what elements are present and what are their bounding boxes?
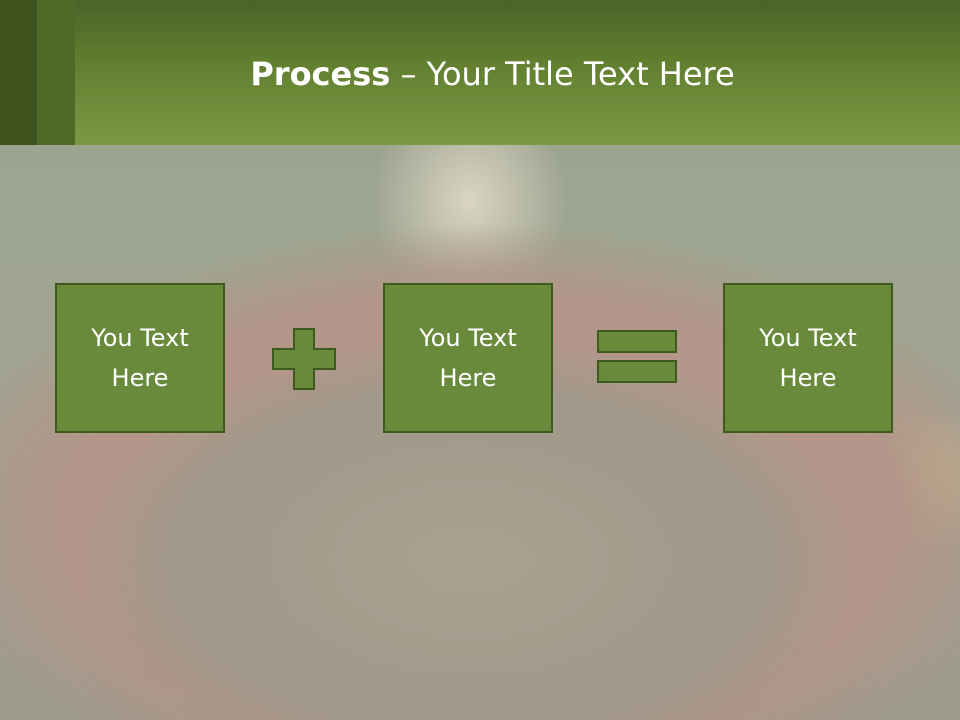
process-box-2[interactable]: You Text Here [383,283,553,433]
plus-icon [272,328,336,390]
header-accent-strip-2 [37,0,75,145]
process-box-2-text: You Text Here [419,324,517,392]
header-accent-strip [0,0,37,145]
process-box-1[interactable]: You Text Here [55,283,225,433]
title-bold: Process [250,55,391,93]
title-rest: – Your Title Text Here [390,55,735,93]
slide-title: Process – Your Title Text Here [0,52,960,96]
title-band: Process – Your Title Text Here [0,0,960,145]
process-box-3[interactable]: You Text Here [723,283,893,433]
process-box-3-text: You Text Here [759,324,857,392]
process-box-1-text: You Text Here [91,324,189,392]
equals-icon [597,330,677,383]
